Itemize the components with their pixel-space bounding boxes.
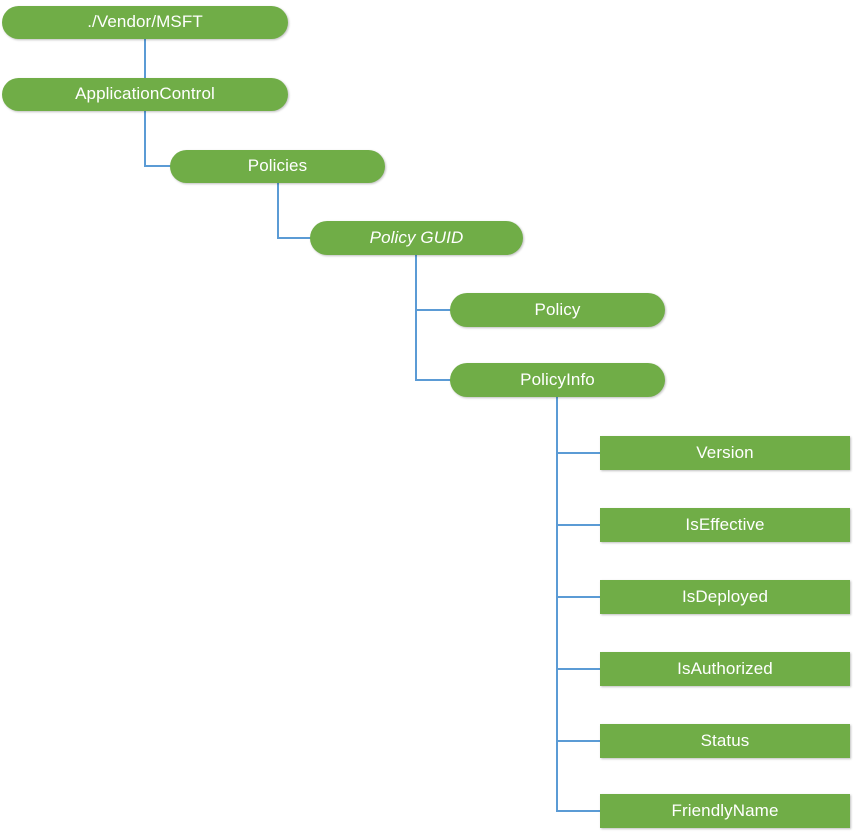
node-version[interactable]: Version bbox=[600, 436, 850, 470]
node-is-deployed[interactable]: IsDeployed bbox=[600, 580, 850, 614]
node-policy-guid[interactable]: Policy GUID bbox=[310, 221, 523, 255]
connector-policyinfo-to-iseffective bbox=[556, 524, 602, 526]
connector-policyinfo-to-friendlyname bbox=[556, 810, 602, 812]
node-policy-info[interactable]: PolicyInfo bbox=[450, 363, 665, 397]
connector-vendor-to-applicationcontrol bbox=[144, 38, 146, 79]
node-vendor-msft[interactable]: ./Vendor/MSFT bbox=[2, 6, 288, 39]
connector-policyguid-to-policyinfo bbox=[415, 379, 452, 381]
node-policies[interactable]: Policies bbox=[170, 150, 385, 183]
node-policy[interactable]: Policy bbox=[450, 293, 665, 327]
connector-policyinfo-to-isauthorized bbox=[556, 668, 602, 670]
connector-applicationcontrol-to-policies-horizontal bbox=[144, 165, 172, 167]
connector-policyguid-trunk bbox=[415, 254, 417, 381]
connector-policyinfo-trunk bbox=[556, 397, 558, 812]
node-friendly-name[interactable]: FriendlyName bbox=[600, 794, 850, 828]
connector-policyinfo-to-version bbox=[556, 452, 602, 454]
connector-policies-to-policyguid-horizontal bbox=[277, 237, 312, 239]
connector-policyinfo-to-status bbox=[556, 740, 602, 742]
connector-policyinfo-to-isdeployed bbox=[556, 596, 602, 598]
connector-applicationcontrol-to-policies-vertical bbox=[144, 110, 146, 167]
node-is-effective[interactable]: IsEffective bbox=[600, 508, 850, 542]
connector-policies-to-policyguid-vertical bbox=[277, 182, 279, 239]
connector-policyguid-to-policy bbox=[415, 309, 452, 311]
node-application-control[interactable]: ApplicationControl bbox=[2, 78, 288, 111]
node-status[interactable]: Status bbox=[600, 724, 850, 758]
node-is-authorized[interactable]: IsAuthorized bbox=[600, 652, 850, 686]
